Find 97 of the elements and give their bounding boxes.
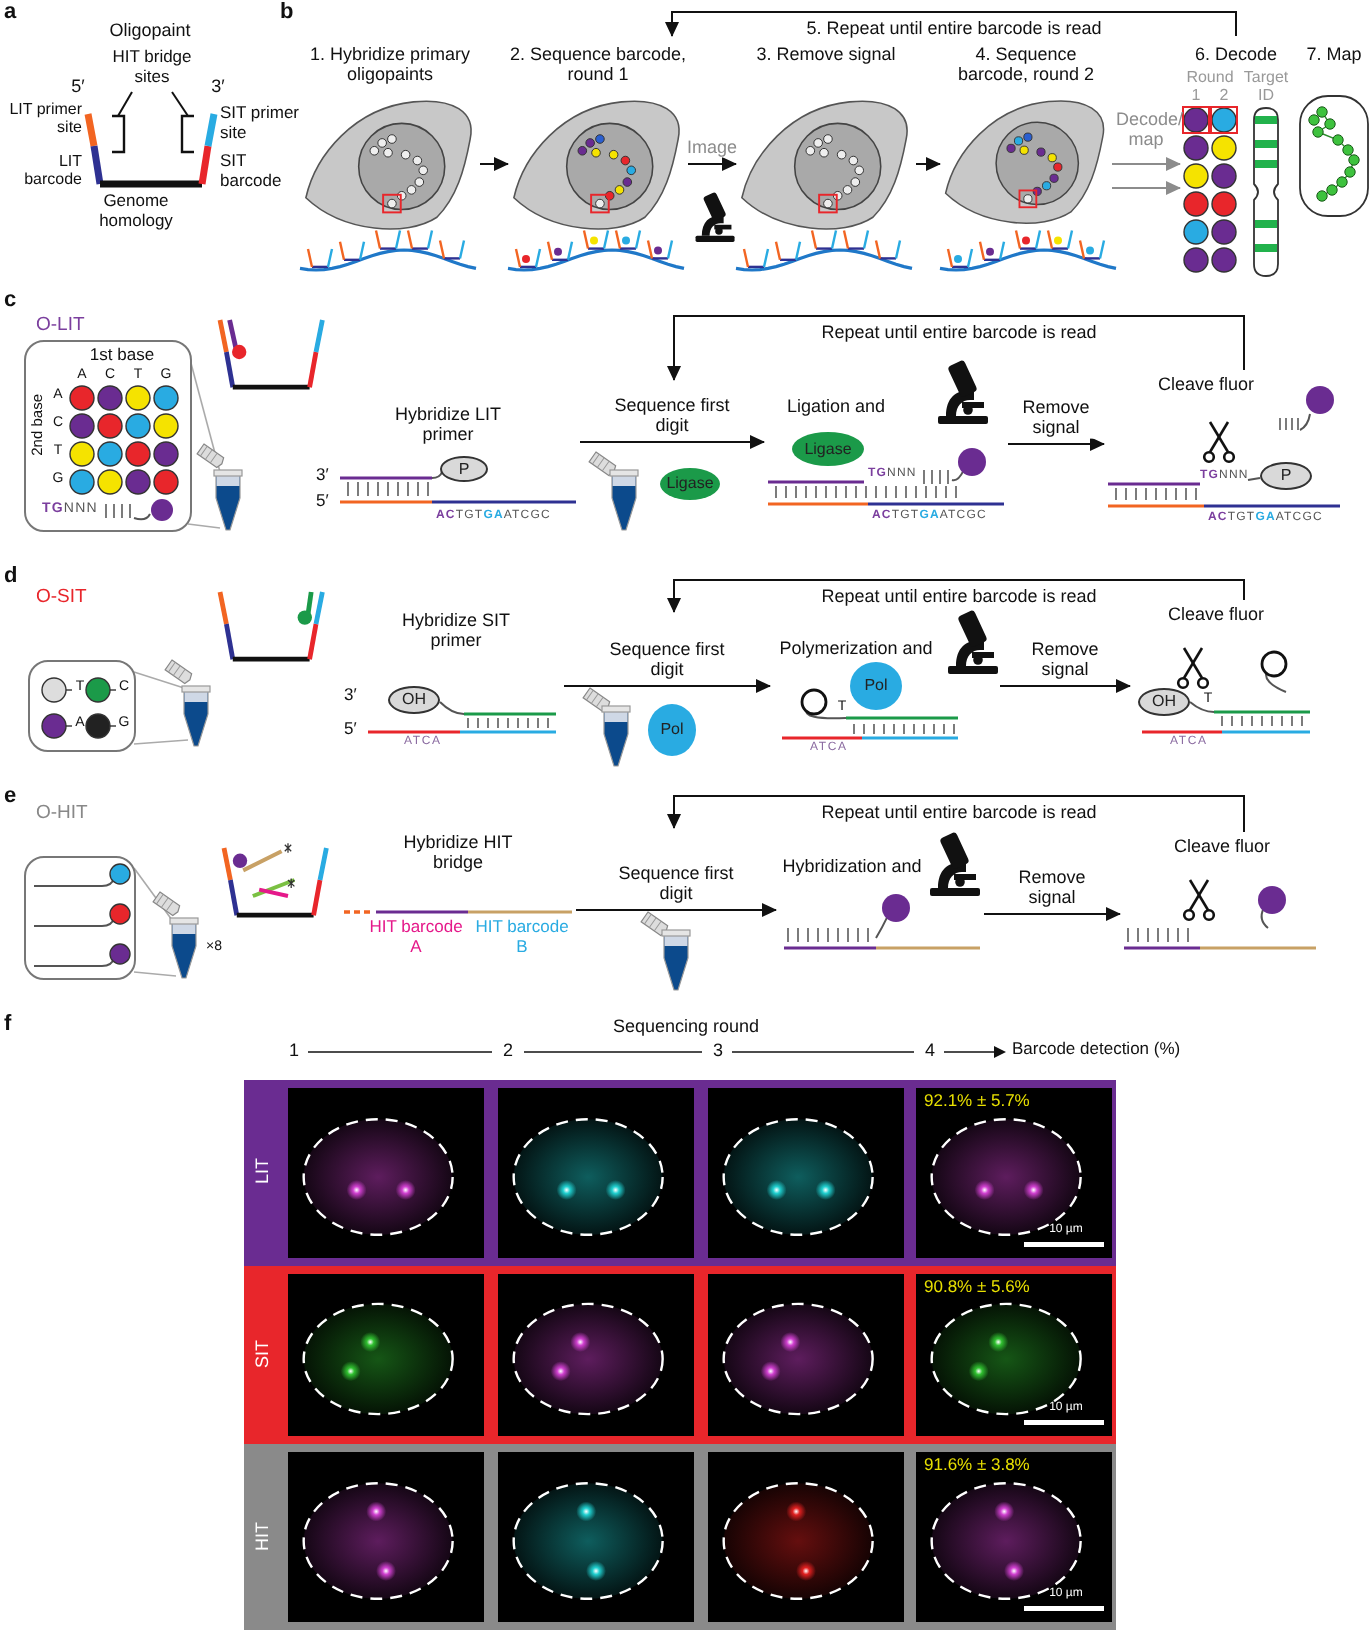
enzyme-oval <box>660 468 720 500</box>
enzyme-oval <box>850 662 902 710</box>
oval-label: OH <box>1152 692 1176 712</box>
phosphate-oval <box>440 456 488 482</box>
step-title: Hybridization and <box>780 856 924 877</box>
arrow <box>999 679 1131 693</box>
axis-label: 1 <box>286 1040 301 1061</box>
enzyme-oval <box>792 432 864 466</box>
row-label: LIT <box>252 1157 273 1184</box>
arrow <box>1111 157 1181 171</box>
loop-arrow <box>667 579 1245 613</box>
axis-title: Sequencing round <box>610 1016 762 1037</box>
zoom-card <box>28 660 136 752</box>
step-title: Cleave fluor <box>1166 604 1266 625</box>
zoom-card <box>24 340 192 532</box>
method-title: O-SIT <box>36 588 89 610</box>
arrow <box>1111 181 1181 195</box>
phosphate-oval <box>1260 462 1312 490</box>
axis-label: Barcode detection (%) <box>1012 1040 1183 1060</box>
bracket <box>182 116 194 152</box>
oval-label: P <box>1280 466 1292 486</box>
arrow <box>563 679 771 693</box>
step-title: 6. Decode <box>1192 44 1280 65</box>
panel-letter: d <box>4 564 20 590</box>
row-band <box>244 1080 1116 1266</box>
zoom-card <box>24 856 136 980</box>
arrow <box>575 903 777 917</box>
oval-label: Pol <box>864 676 888 696</box>
axis-label: 1st base <box>87 346 157 366</box>
oval-label: Pol <box>660 720 684 740</box>
arrow <box>687 157 737 171</box>
step-title: 2. Sequence barcode, round 1 <box>508 44 688 86</box>
leader-line <box>117 91 133 117</box>
axis-label: 3 <box>710 1040 725 1061</box>
column-label: Round <box>1184 68 1236 87</box>
axis-label: 2 <box>500 1040 515 1061</box>
step-title: 7. Map <box>1304 44 1364 65</box>
percentage-label: 92.1% ± 5.7% <box>924 1092 1032 1112</box>
hydroxyl-oval <box>388 686 440 714</box>
hydroxyl-oval <box>1138 688 1190 716</box>
row-label: SIT <box>252 1339 273 1368</box>
step-title: Cleave fluor <box>1156 374 1256 395</box>
panel-letter: f <box>4 1012 14 1038</box>
axis-label: 4 <box>922 1040 937 1061</box>
prime-end-label: 3′ <box>209 76 227 97</box>
method-title: O-LIT <box>36 316 87 338</box>
percentage-label: 90.8% ± 5.6% <box>924 1278 1032 1298</box>
title: Oligopaint <box>107 20 193 41</box>
step-title: Hybridize LIT primer <box>392 404 503 446</box>
probe-part-label: SIT barcode <box>220 152 284 192</box>
step-title: 1. Hybridize primary oligopaints <box>307 44 473 86</box>
row-band <box>244 1444 1116 1630</box>
panel-letter: b <box>280 0 296 26</box>
arrow <box>983 907 1121 921</box>
step-title: 3. Remove signal <box>754 44 898 65</box>
loop-arrow <box>667 315 1245 381</box>
prime-end-label: 5′ <box>316 492 331 512</box>
percentage-label: 91.6% ± 3.8% <box>924 1456 1032 1476</box>
prime-end-label: 3′ <box>344 686 359 706</box>
prime-end-label: 5′ <box>69 76 87 97</box>
probe-part-label: SIT primer site <box>220 104 300 144</box>
arrow <box>915 157 941 171</box>
annotation-label: HIT bridge sites <box>110 48 194 88</box>
leader-line <box>171 91 189 117</box>
step-title: 4. Sequence barcode, round 2 <box>955 44 1097 86</box>
probe-part-label: LIT barcode <box>22 152 82 189</box>
prime-end-label: 3′ <box>316 466 331 486</box>
step-title: Ligation and <box>784 396 888 417</box>
oval-label: Ligase <box>666 474 714 494</box>
column-label: Target ID <box>1241 68 1291 105</box>
probe-part-label: LIT primer site <box>7 100 82 137</box>
step-title: Cleave fluor <box>1172 836 1272 857</box>
arrow <box>579 435 765 449</box>
arrow <box>479 157 509 171</box>
method-title: O-HIT <box>36 804 90 826</box>
enzyme-oval <box>648 704 696 756</box>
probe-part-label: Genome homology <box>97 192 175 232</box>
row-band <box>244 1266 1116 1444</box>
panel-letter: a <box>4 0 19 26</box>
loop-arrow <box>667 795 1245 833</box>
step-title: Hybridize HIT bridge <box>401 832 515 874</box>
panel-letter: e <box>4 784 19 810</box>
panel-letter: c <box>4 288 19 314</box>
barcode-label: HIT barcode A <box>368 918 464 958</box>
step-title: Polymerization and <box>777 638 935 659</box>
row-label: HIT <box>252 1521 273 1550</box>
oval-label: P <box>458 459 470 479</box>
column-label: 1 <box>1189 86 1203 105</box>
oval-label: OH <box>402 690 426 710</box>
column-label: 2 <box>1217 86 1231 105</box>
loop-arrow <box>665 11 1237 37</box>
barcode-label: HIT barcode B <box>473 918 571 958</box>
oval-label: Ligase <box>804 439 852 459</box>
arrow <box>1007 437 1105 451</box>
bracket <box>112 116 124 152</box>
step-title: Hybridize SIT primer <box>399 610 512 652</box>
prime-end-label: 5′ <box>344 720 359 740</box>
